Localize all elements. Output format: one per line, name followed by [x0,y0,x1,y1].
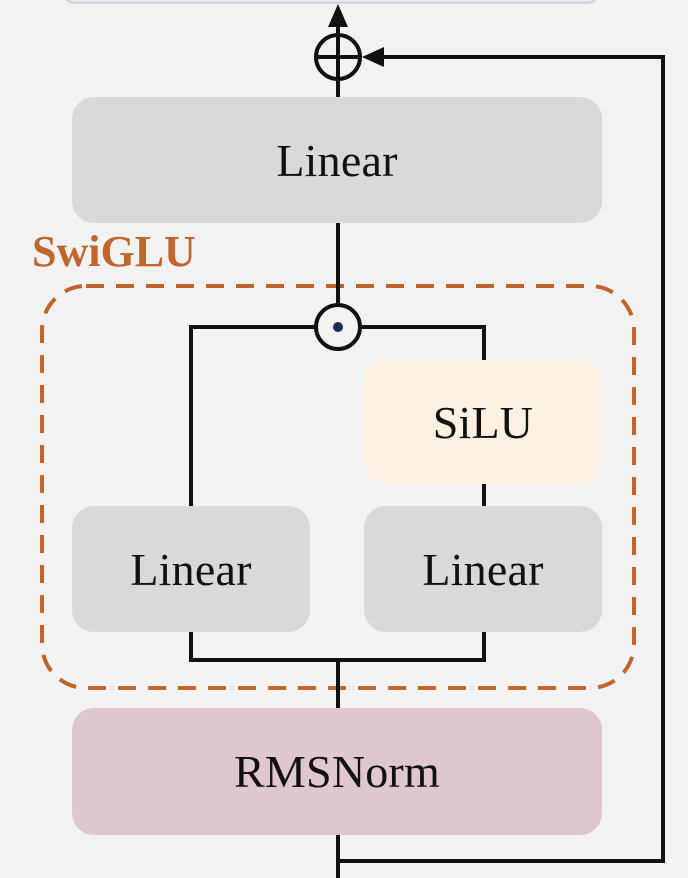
residual-arrowhead [362,47,384,67]
value-linear-block: Linear [72,506,310,632]
rmsnorm-block: RMSNorm [72,708,602,835]
output-arrowhead [328,4,348,27]
silu-label: SiLU [432,396,534,448]
gate-linear-block: Linear [364,506,602,632]
residual-add-icon [314,33,362,81]
left-branch-wire [189,325,316,506]
output-linear-block: Linear [72,97,602,223]
swiglu-group-label: SwiGLU [32,227,196,276]
split-wire [189,632,486,662]
value-linear-label: Linear [130,543,252,595]
silu-branch-wire [360,325,486,360]
gate-linear-label: Linear [422,543,544,595]
gate-multiply-icon [314,303,362,351]
rmsnorm-label: RMSNorm [234,746,440,797]
upstream-block-edge [64,0,598,2]
silu-block: SiLU [364,360,602,484]
output-linear-label: Linear [276,134,398,186]
